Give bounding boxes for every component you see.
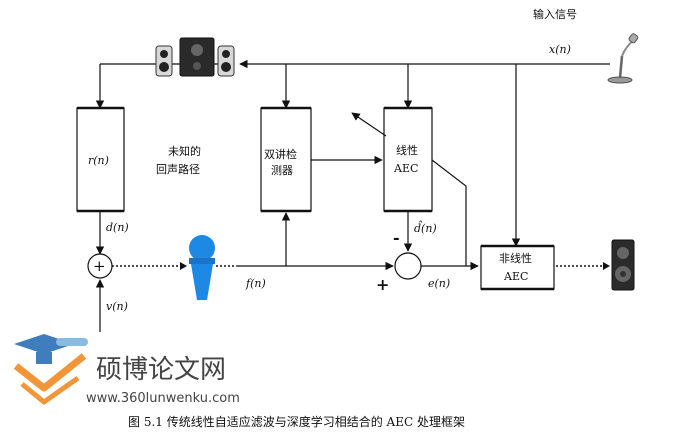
- desk-microphone-icon: [607, 33, 639, 84]
- watermark-title: 硕博论文网: [96, 355, 226, 385]
- residual-sum-node: [394, 252, 422, 280]
- d-n-label: d(n): [106, 221, 129, 234]
- figure-caption: 图 5.1 传统线性自适应滤波与深度学习相结合的 AEC 处理框架: [128, 414, 465, 429]
- linear-aec-box: [383, 107, 433, 212]
- error-feedback-line: [431, 159, 467, 266]
- microphone-icon: [189, 235, 215, 300]
- f-n-label: f(n): [245, 277, 266, 290]
- output-speaker-icon: [611, 239, 635, 291]
- input-signal-label: 输入信号: [533, 7, 577, 21]
- echo-path-box: [76, 107, 125, 212]
- plus-sign: +: [376, 275, 389, 294]
- loudspeaker-icon: [155, 37, 235, 77]
- nonlinear-aec-label-2: AEC: [503, 270, 528, 283]
- sum-node-plus: +: [93, 257, 106, 275]
- double-talk-detector-box: [260, 107, 312, 212]
- v-n-label: v(n): [106, 300, 128, 313]
- linear-aec-label-2: AEC: [393, 162, 418, 175]
- dtd-label-2: 测器: [271, 164, 293, 177]
- r-n-label: r(n): [88, 154, 109, 167]
- nonlinear-aec-label-1: 非线性: [499, 251, 532, 265]
- unknown-path-label-1: 未知的: [168, 144, 201, 158]
- dtd-label-1: 双讲检: [264, 147, 297, 161]
- unknown-path-label-2: 回声路径: [156, 162, 200, 176]
- adaptive-update-arrow: [351, 112, 387, 137]
- linear-aec-label-1: 线性: [396, 143, 418, 157]
- minus-sign: -: [393, 228, 400, 247]
- d-hat-n-label: d̂(n): [414, 221, 437, 235]
- watermark-url: www.360lunwenku.com: [86, 391, 240, 406]
- e-n-label: e(n): [428, 277, 450, 290]
- watermark-logo: [13, 334, 88, 405]
- x-n-label: x(n): [549, 43, 571, 56]
